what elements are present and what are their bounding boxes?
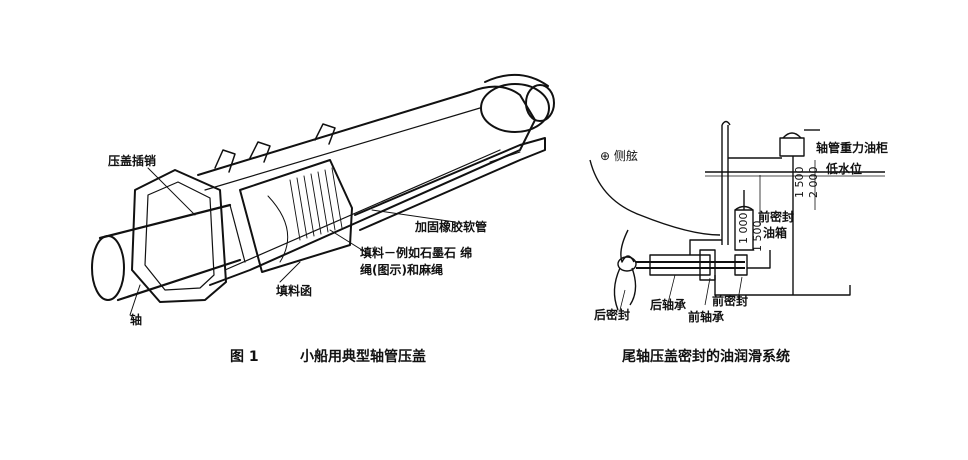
dim-1000: 1 000: [737, 212, 750, 245]
dim-1500-lower: 1 500: [751, 220, 764, 253]
rear-bearing-label: 后轴承: [650, 298, 687, 312]
shaft-label: 轴: [130, 313, 143, 327]
low-water-label: 低水位: [826, 162, 863, 176]
gland-pin-label: 压盖插销: [108, 154, 157, 168]
front-seal-tank-label-1: 前密封: [758, 210, 795, 224]
rear-seal-label: 后密封: [594, 308, 631, 322]
dim-2000: 2 000: [807, 166, 820, 199]
figure1-caption-number: 图 1: [230, 349, 259, 365]
reinforced-hose-label: 加固橡胶软管: [415, 220, 488, 234]
front-seal-label: 前密封: [712, 294, 749, 308]
front-seal-tank-label-2: 油箱: [763, 226, 788, 240]
dim-1500-upper: 1 500: [793, 166, 806, 199]
figure2-caption: 尾轴压盖密封的油润滑系统: [622, 349, 790, 365]
packing-label-line1: 填料－例如石墨石 绵: [360, 246, 473, 260]
gravity-tank-label: 轴管重力油柜: [816, 141, 889, 155]
front-bearing-label: 前轴承: [688, 310, 725, 324]
hull-label: ⊕ 侧舷: [600, 149, 638, 163]
stuffing-box-label: 填料函: [276, 284, 313, 298]
figure1-caption-title: 小船用典型轴管压盖: [300, 349, 426, 365]
packing-label-line2: 绳(图示)和麻绳: [360, 263, 443, 277]
